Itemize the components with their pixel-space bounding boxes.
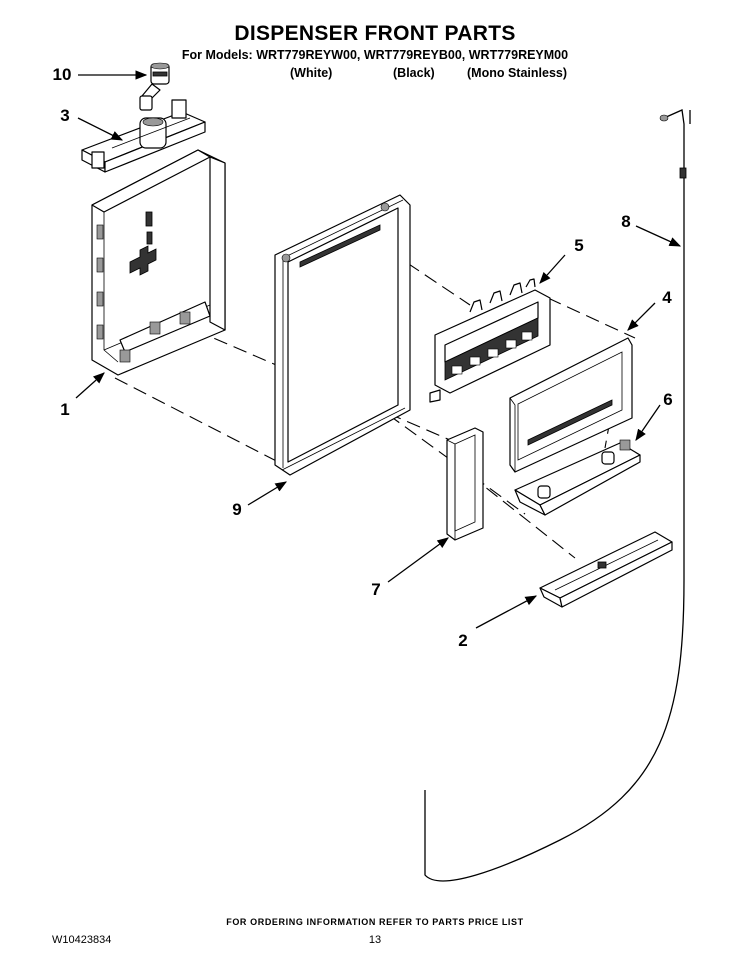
page-number: 13 [368,934,382,946]
ordering-note: FOR ORDERING INFORMATION REFER TO PARTS … [226,917,524,927]
callout-3: 3 [60,106,70,125]
part-7-paddle [446,427,484,541]
callout-7: 7 [371,580,381,599]
part-4-front-cover [509,337,633,473]
callout-5: 5 [574,236,584,255]
page-title: DISPENSER FRONT PARTS [234,22,516,45]
models-line: For Models: WRT779REYW00, WRT779REYB00, … [181,48,569,62]
part-9-frame [274,194,411,476]
callout-6: 6 [663,390,673,409]
part-1-housing [91,149,226,376]
callout-8: 8 [621,212,631,231]
part-10-valve-fitting [139,62,170,111]
color-white: (White) [290,66,333,80]
part-6-lower-bracket [514,439,641,516]
color-black: (Black) [393,66,435,80]
callout-4: 4 [662,288,672,307]
callout-leaders [75,70,682,629]
color-mono-stainless: (Mono Stainless) [467,66,568,80]
callout-2: 2 [458,631,468,650]
part-2-tray [539,531,673,608]
part-5-control-panel [429,278,551,403]
document-id: W10423834 [52,934,112,946]
callout-9: 9 [232,500,242,519]
callout-10: 10 [52,65,72,84]
callout-1: 1 [60,400,70,419]
part-8-tube [424,109,691,882]
part-3-bracket [81,99,206,173]
